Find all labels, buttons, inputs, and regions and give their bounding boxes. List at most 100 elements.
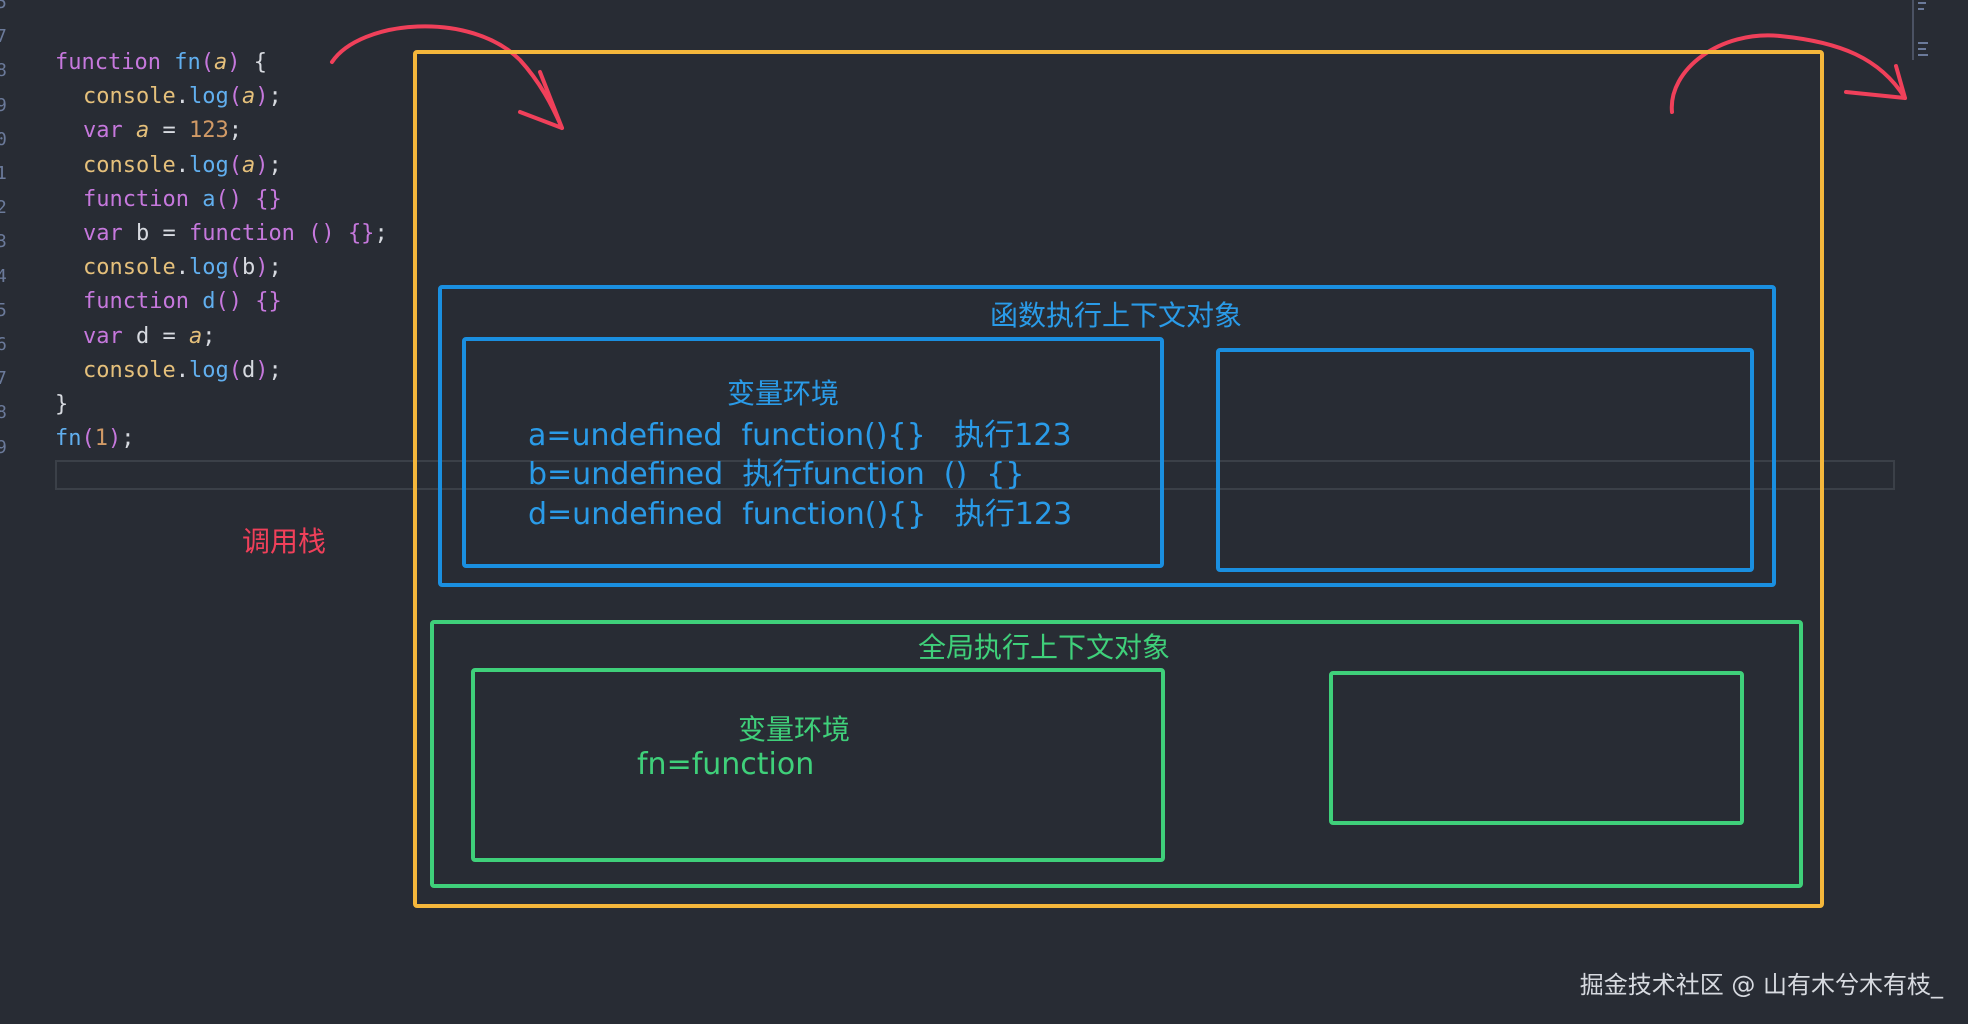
code-token: () bbox=[215, 186, 256, 212]
code-token: ; bbox=[228, 118, 242, 144]
code-line[interactable]: var a = 123; bbox=[55, 114, 388, 148]
code-token: a bbox=[241, 152, 256, 178]
code-token: 123 bbox=[188, 118, 229, 144]
minimap[interactable] bbox=[1912, 0, 1928, 60]
code-token: . bbox=[175, 255, 189, 281]
global-variable-env-title: 变量环境 bbox=[738, 713, 851, 746]
code-token: log bbox=[188, 152, 229, 178]
code-token: = bbox=[149, 118, 189, 144]
left-curved-arrow bbox=[330, 24, 564, 130]
code-token: ; bbox=[268, 84, 282, 110]
code-token: fn bbox=[174, 50, 201, 75]
code-token: ) bbox=[255, 84, 269, 110]
code-token: a bbox=[241, 84, 256, 110]
current-line-highlight bbox=[55, 460, 1895, 490]
code-line[interactable]: function d() {} bbox=[55, 285, 388, 319]
code-line[interactable]: console.log(d); bbox=[55, 354, 388, 388]
line-number: 7 bbox=[0, 26, 7, 48]
code-token: ; bbox=[268, 152, 282, 178]
watermark: 掘金技术社区 @ 山有木兮木有枝_ bbox=[1579, 971, 1943, 999]
code-line[interactable]: console.log(b); bbox=[55, 251, 388, 285]
function-execution-context-box bbox=[438, 285, 1776, 587]
code-line[interactable]: var d = a; bbox=[55, 320, 388, 354]
code-token: . bbox=[175, 152, 189, 178]
code-token: b = bbox=[135, 220, 189, 246]
function-variable-row-d: d=undefined function(){} 执行123 bbox=[528, 497, 1073, 532]
code-line[interactable]: console.log(a); bbox=[55, 149, 388, 183]
global-context-right-box bbox=[1329, 671, 1744, 825]
code-line[interactable]: var b = function () {}; bbox=[55, 217, 388, 251]
code-token: ; bbox=[202, 323, 216, 349]
code-token: console bbox=[83, 357, 176, 383]
code-token: var bbox=[83, 118, 136, 144]
line-number: 8 bbox=[0, 60, 7, 82]
code-token: log bbox=[188, 84, 229, 110]
code-token: ; bbox=[374, 220, 388, 246]
code-token: ) bbox=[255, 255, 269, 281]
line-number: 5 bbox=[0, 0, 7, 13]
code-token: a bbox=[202, 186, 216, 212]
line-number: 6 bbox=[0, 334, 7, 355]
line-number: 9 bbox=[0, 94, 7, 116]
code-token: ( bbox=[228, 152, 242, 178]
line-number: 9 bbox=[0, 436, 7, 458]
code-token: ( bbox=[228, 84, 242, 110]
line-number: 0 bbox=[0, 128, 7, 150]
code-token: console bbox=[83, 255, 176, 281]
global-execution-context-box bbox=[430, 620, 1803, 888]
left-arrow-head bbox=[518, 70, 564, 130]
code-token: function bbox=[83, 289, 203, 315]
code-token: {} bbox=[347, 220, 375, 246]
line-number: 8 bbox=[0, 402, 7, 424]
code-token: () bbox=[215, 289, 256, 315]
code-token: ( bbox=[228, 357, 242, 383]
line-number: 1 bbox=[0, 163, 7, 184]
code-token: ; bbox=[121, 426, 135, 452]
right-curved-arrow bbox=[1669, 33, 1907, 114]
code-token: . bbox=[175, 357, 189, 383]
function-context-title: 函数执行上下文对象 bbox=[990, 299, 1243, 332]
function-variable-env-title: 变量环境 bbox=[727, 377, 840, 410]
function-variable-env-box bbox=[462, 337, 1164, 568]
code-line[interactable]: fn(1); bbox=[55, 422, 388, 456]
code-token: log bbox=[188, 255, 229, 281]
code-token: console bbox=[83, 84, 176, 110]
code-token: 1 bbox=[94, 426, 108, 452]
global-variable-env-box bbox=[471, 668, 1165, 862]
code-token: log bbox=[188, 357, 229, 383]
code-line[interactable]: } bbox=[55, 388, 388, 422]
line-number: 7 bbox=[0, 368, 7, 390]
code-token: ) bbox=[255, 357, 269, 383]
code-token: fn bbox=[55, 426, 82, 452]
code-token: () bbox=[308, 220, 348, 246]
code-token: ) bbox=[227, 50, 241, 75]
code-token: a bbox=[135, 118, 150, 144]
code-editor[interactable]: function fn(a) {console.log(a);var a = 1… bbox=[55, 46, 388, 456]
code-token: d bbox=[241, 357, 256, 383]
code-line[interactable]: function a() {} bbox=[55, 183, 388, 217]
code-token: ( bbox=[81, 426, 95, 452]
code-token: ; bbox=[268, 255, 282, 281]
code-token: ) bbox=[108, 426, 122, 452]
code-line[interactable]: function fn(a) { bbox=[55, 46, 388, 80]
function-variable-row-b: b=undefined 执行function () {} bbox=[528, 457, 1025, 492]
code-token: { bbox=[240, 50, 267, 75]
code-token: ; bbox=[268, 357, 282, 383]
code-token: ( bbox=[228, 255, 242, 281]
code-token: var bbox=[83, 220, 136, 246]
code-token: } bbox=[55, 391, 69, 417]
code-token: a bbox=[213, 50, 228, 75]
code-token: function bbox=[55, 50, 175, 75]
line-number: 3 bbox=[0, 231, 7, 253]
code-token: {} bbox=[255, 289, 282, 315]
code-line[interactable]: console.log(a); bbox=[55, 80, 388, 114]
code-token: console bbox=[83, 152, 176, 178]
code-token: a bbox=[188, 323, 203, 349]
line-number: 4 bbox=[0, 265, 7, 287]
code-token: b bbox=[241, 255, 256, 281]
global-context-title: 全局执行上下文对象 bbox=[918, 631, 1171, 664]
line-number: 5 bbox=[0, 299, 7, 321]
call-stack-label: 调用栈 bbox=[242, 525, 327, 558]
code-token: ) bbox=[255, 152, 269, 178]
